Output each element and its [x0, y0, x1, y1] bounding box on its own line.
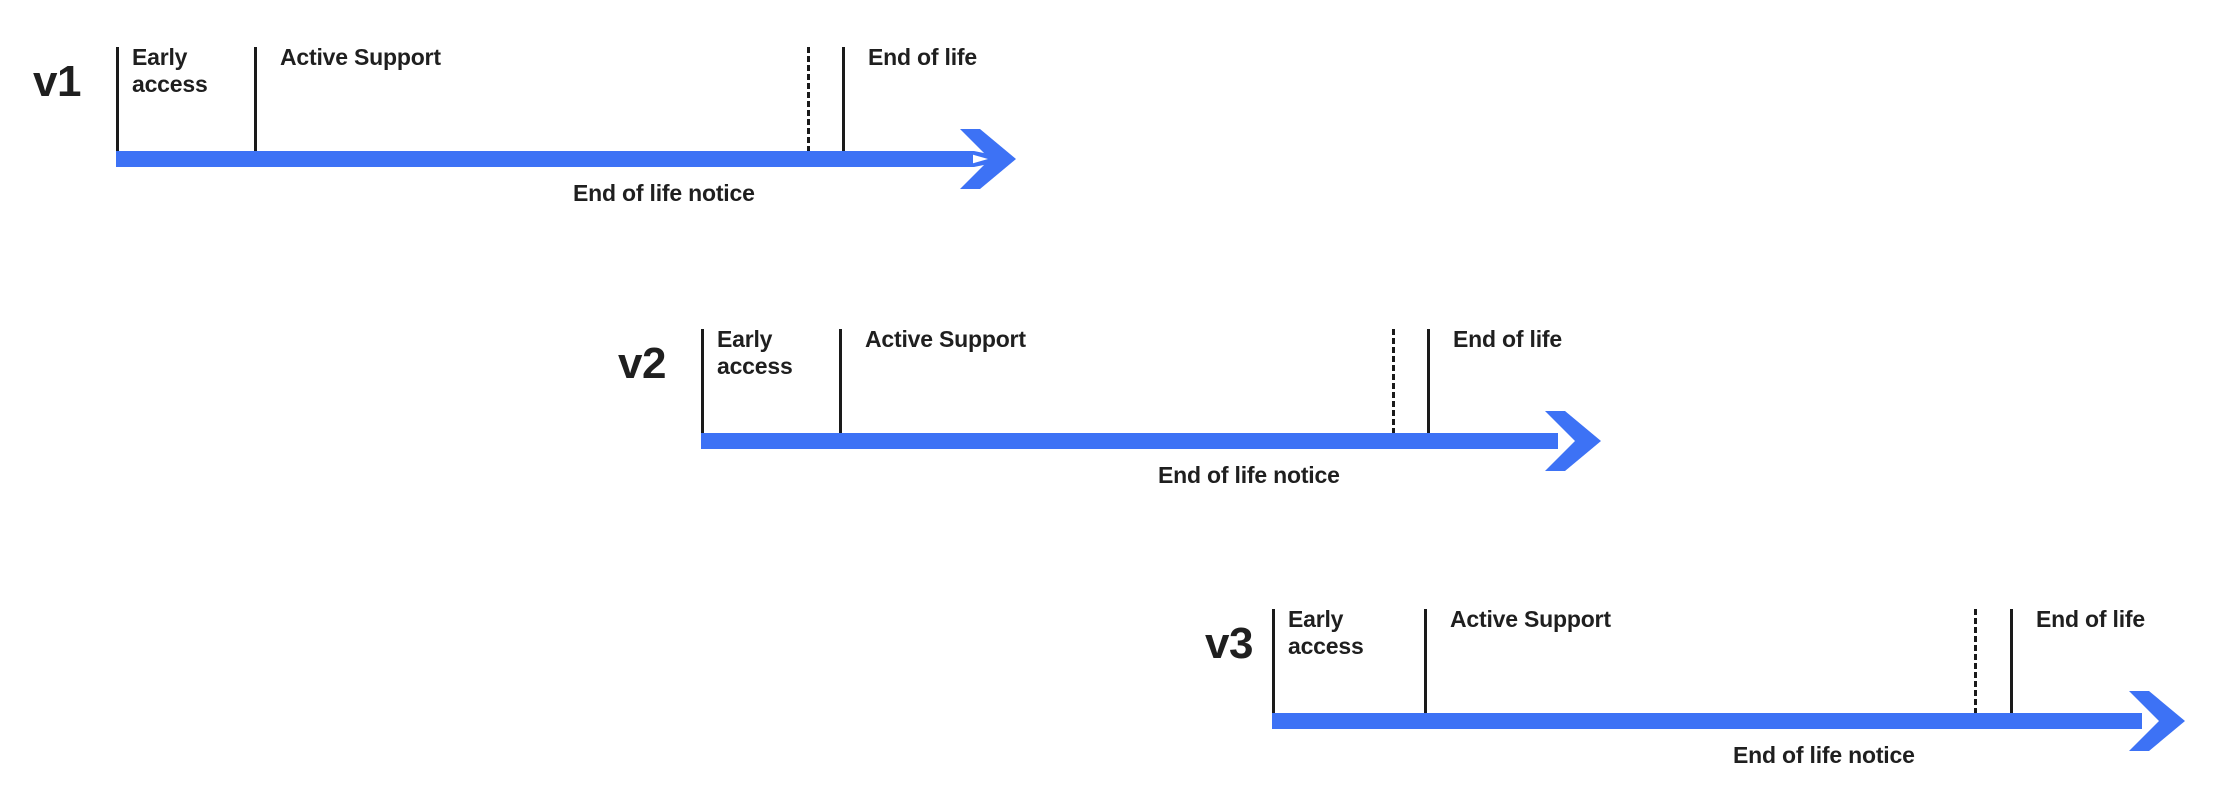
phase-label-v3-active-support: Active Support	[1450, 606, 1611, 632]
timeline-track-v3	[1272, 713, 2142, 729]
phase-divider-v3-active-support	[1424, 609, 1427, 714]
phase-label-v3-early-access: Early access	[1288, 606, 1364, 659]
phase-label-v1-active-support: Active Support	[280, 44, 441, 70]
phase-divider-v2-end-of-life	[1427, 329, 1430, 434]
timeline-track-v1	[116, 151, 973, 167]
phase-label-v2-active-support: Active Support	[865, 326, 1026, 352]
phase-label-v2-early-access: Early access	[717, 326, 793, 379]
version-label-v2: v2	[618, 339, 666, 388]
notice-label-v3: End of life notice	[1733, 742, 1915, 768]
end-of-life-notice-marker-v3	[1974, 609, 1977, 714]
end-of-life-notice-marker-v1	[807, 47, 810, 152]
phase-divider-v2-active-support	[839, 329, 842, 434]
end-of-life-notice-marker-v2	[1392, 329, 1395, 434]
phase-divider-v3-end-of-life	[2010, 609, 2013, 714]
version-label-v1: v1	[33, 57, 81, 106]
phase-divider-v1-active-support	[254, 47, 257, 152]
phase-label-v3-end-of-life: End of life	[2036, 606, 2145, 632]
notice-label-v2: End of life notice	[1158, 462, 1340, 488]
phase-divider-v1-start	[116, 47, 119, 152]
timeline-track-v2	[701, 433, 1558, 449]
phase-divider-v2-start	[701, 329, 704, 434]
notice-label-v1: End of life notice	[573, 180, 755, 206]
version-label-v3: v3	[1205, 619, 1253, 668]
phase-label-v2-end-of-life: End of life	[1453, 326, 1562, 352]
phase-label-v1-end-of-life: End of life	[868, 44, 977, 70]
phase-divider-v1-end-of-life	[842, 47, 845, 152]
phase-divider-v3-start	[1272, 609, 1275, 714]
phase-label-v1-early-access: Early access	[132, 44, 208, 97]
